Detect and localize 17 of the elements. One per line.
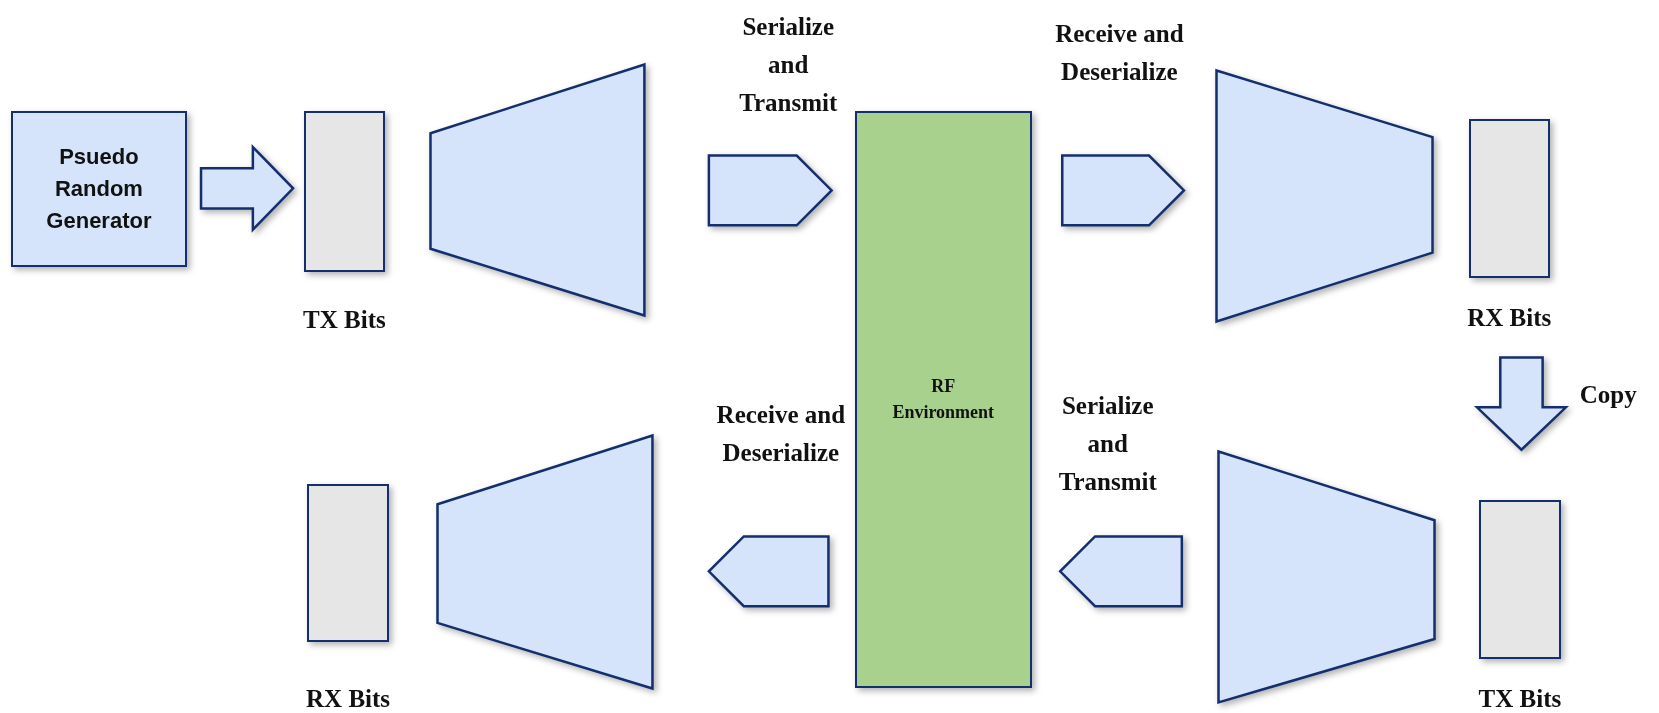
edge-label: Receive and Deserialize — [715, 399, 847, 468]
block-arrow — [199, 144, 295, 233]
process-box: Psuedo Random Generator — [10, 111, 188, 267]
chevron-arrow — [707, 535, 830, 608]
block-arrow — [1473, 356, 1569, 452]
buffer-label: RX Bits — [305, 685, 392, 712]
edge-label: Copy — [1578, 379, 1638, 410]
edge-label: Serialize and Transmit — [1057, 391, 1158, 498]
chevron-arrow — [707, 154, 834, 227]
buffer-label: TX Bits — [302, 306, 387, 333]
chevron-arrow — [1058, 535, 1184, 608]
edge-label: Serialize and Transmit — [738, 12, 839, 119]
edge-label: Receive and Deserialize — [1054, 18, 1185, 87]
buffer-label: RX Bits — [1466, 304, 1553, 331]
buffer-label: TX Bits — [1477, 685, 1563, 712]
chevron-arrow — [1061, 154, 1186, 227]
environment-block: RF Environment — [854, 111, 1032, 688]
